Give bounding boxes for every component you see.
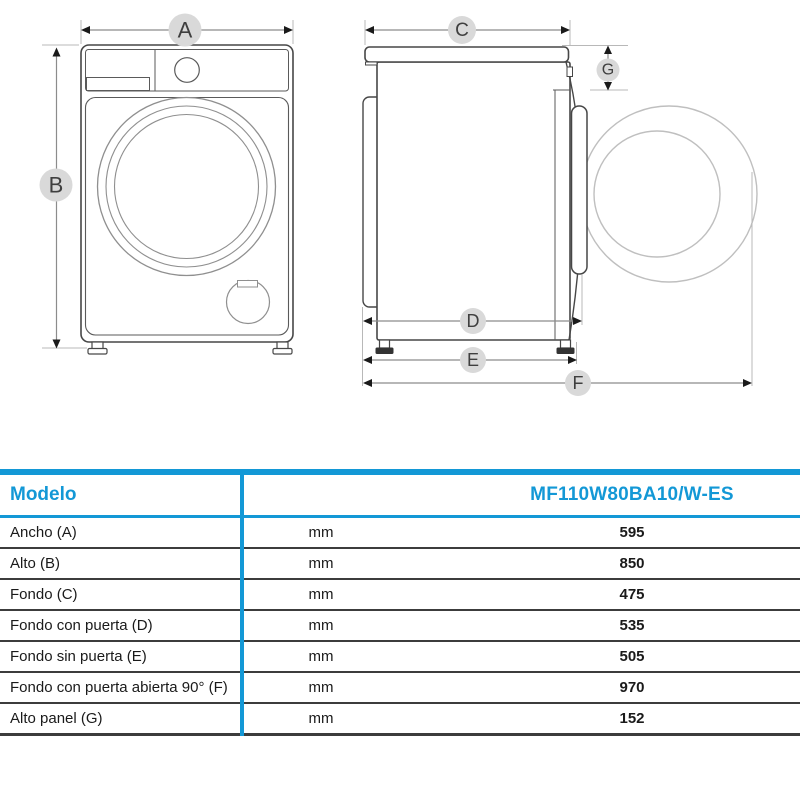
open-door-glass-outline — [593, 130, 721, 258]
row-value: 152 — [619, 710, 645, 727]
row-label: Fondo con puerta (D) — [10, 617, 153, 634]
model-column-header: Modelo — [10, 484, 77, 505]
table-row-fondo-sin-puerta: Fondo sin puerta (E) mm 505 — [0, 642, 800, 673]
side-feet — [375, 339, 575, 354]
dim-label-b: B — [39, 168, 73, 202]
table-vertical-divider — [240, 469, 244, 736]
model-number: MF110W80BA10/W-ES — [530, 484, 734, 505]
table-row-alto: Alto (B) mm 850 — [0, 549, 800, 580]
row-value: 475 — [619, 586, 645, 603]
row-value: 970 — [619, 679, 645, 696]
row-unit: mm — [308, 679, 334, 696]
row-label: Fondo (C) — [10, 586, 78, 603]
row-unit: mm — [308, 710, 334, 727]
dim-label-g: G — [596, 58, 620, 82]
extension-lines — [42, 20, 753, 386]
dim-label-f: F — [565, 370, 591, 396]
spec-table: Modelo MF110W80BA10/W-ES Ancho (A) mm 59… — [0, 469, 800, 736]
row-unit: mm — [308, 648, 334, 665]
table-row-fondo-con-puerta: Fondo con puerta (D) mm 535 — [0, 611, 800, 642]
row-label: Alto panel (G) — [10, 710, 103, 727]
front-feet — [87, 341, 293, 355]
table-row-fondo: Fondo (C) mm 475 — [0, 580, 800, 611]
row-value: 505 — [619, 648, 645, 665]
dimension-diagram: A B C D E F G — [39, 13, 758, 396]
row-value: 850 — [619, 555, 645, 572]
diagram-drawing — [42, 20, 758, 387]
table-row-ancho: Ancho (A) mm 595 — [0, 518, 800, 549]
dim-label-c: C — [448, 16, 476, 44]
row-label: Fondo sin puerta (E) — [10, 648, 147, 665]
row-unit: mm — [308, 555, 334, 572]
row-value: 535 — [619, 617, 645, 634]
table-row-alto-panel: Alto panel (G) mm 152 — [0, 704, 800, 736]
table-header-row: Modelo MF110W80BA10/W-ES — [0, 475, 800, 518]
dim-label-e: E — [460, 347, 486, 373]
row-unit: mm — [308, 617, 334, 634]
dim-label-d: D — [460, 308, 486, 334]
table-row-fondo-puerta-abierta: Fondo con puerta abierta 90° (F) mm 970 — [0, 673, 800, 704]
row-label: Ancho (A) — [10, 524, 77, 541]
dim-label-a: A — [168, 13, 202, 47]
table-top-border — [0, 469, 800, 475]
row-unit: mm — [308, 586, 334, 603]
washer-side-view — [362, 46, 758, 354]
row-value: 595 — [619, 524, 645, 541]
row-label: Alto (B) — [10, 555, 61, 572]
row-unit: mm — [308, 524, 334, 541]
arrowheads — [52, 26, 752, 387]
row-label: Fondo con puerta abierta 90° (F) — [10, 679, 228, 696]
washer-front-view — [80, 44, 294, 355]
